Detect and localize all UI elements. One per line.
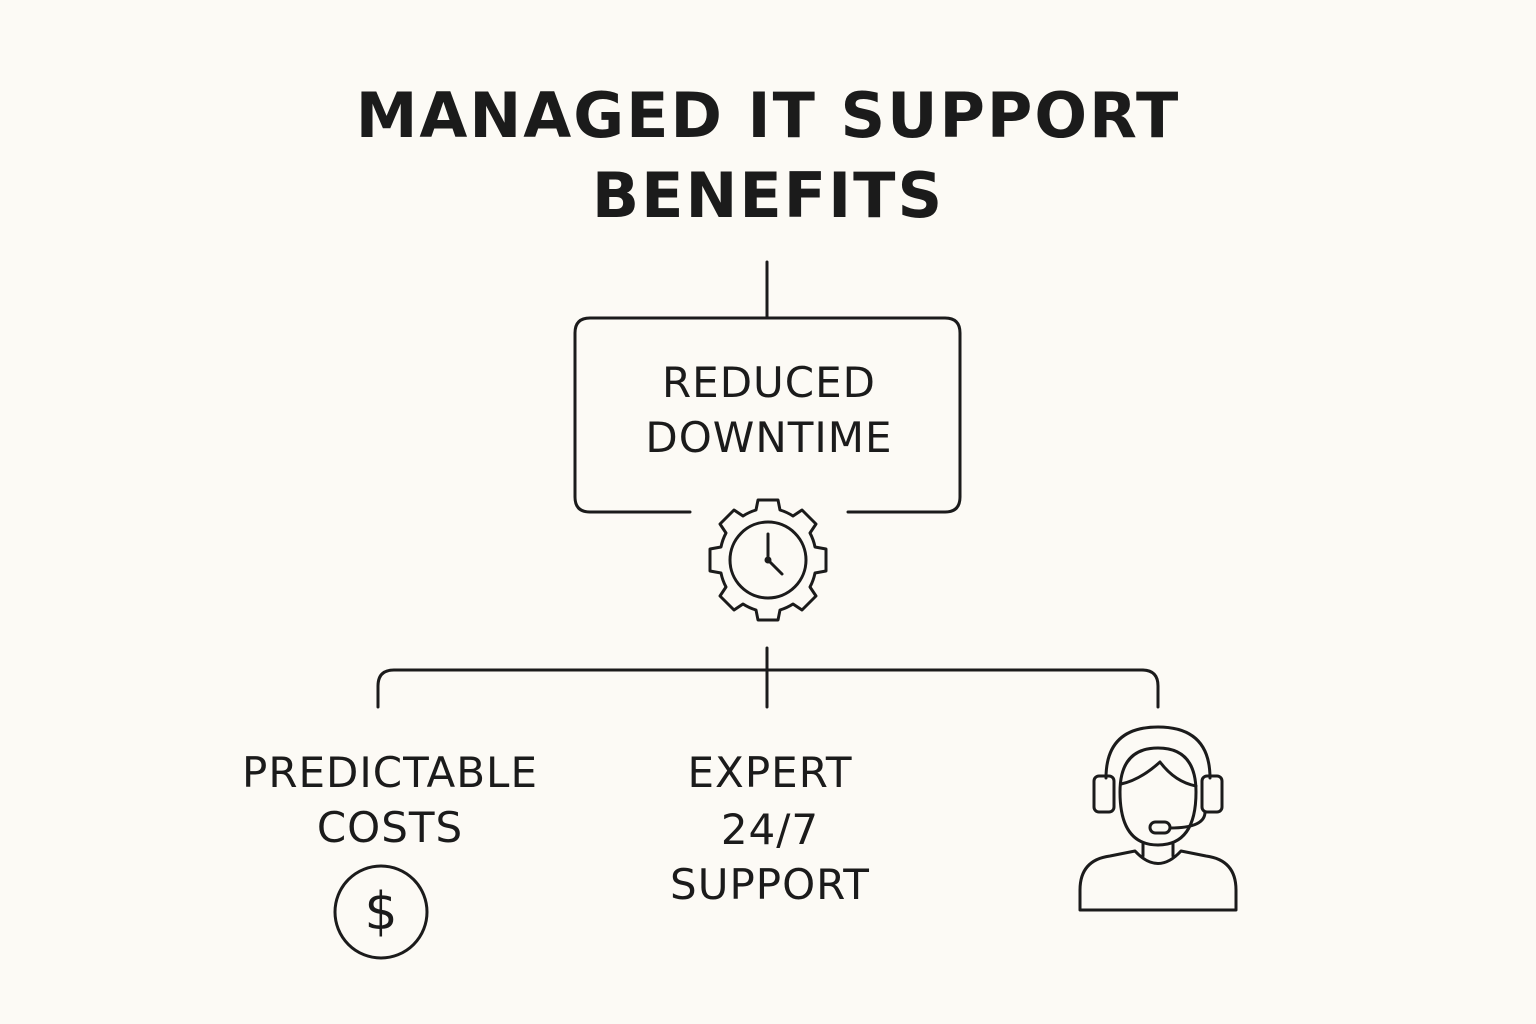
expert-support-line-2: 24/7 [720, 805, 820, 854]
support-agent-icon [1078, 725, 1238, 912]
microphone-boom [1168, 810, 1207, 830]
gear-clock-icon [708, 498, 828, 622]
branch-connector [376, 668, 1160, 709]
predictable-costs-line-1: PREDICTABLE [242, 748, 538, 797]
root-label-line-1: REDUCED [661, 358, 876, 407]
headset-band [1104, 725, 1212, 780]
earcup-right [1200, 774, 1224, 814]
expert-support-line-3: SUPPORT [670, 860, 870, 909]
agent-hair [1119, 760, 1198, 788]
earcup-left [1092, 774, 1116, 814]
root-label-line-2: DOWNTIME [645, 413, 893, 462]
root-box [573, 316, 962, 514]
agent-head [1118, 746, 1198, 847]
svg-text:$: $ [364, 882, 397, 942]
agent-shoulders [1078, 849, 1238, 912]
predictable-costs-line-2: COSTS [316, 803, 464, 852]
title-line-2: BENEFITS [591, 159, 945, 232]
agent-neck [1141, 841, 1175, 858]
title-line-1: MANAGED IT SUPPORT [355, 79, 1181, 152]
dollar-icon: $ [333, 864, 429, 960]
microphone [1148, 820, 1172, 835]
expert-support-line-1: EXPERT [687, 748, 853, 797]
